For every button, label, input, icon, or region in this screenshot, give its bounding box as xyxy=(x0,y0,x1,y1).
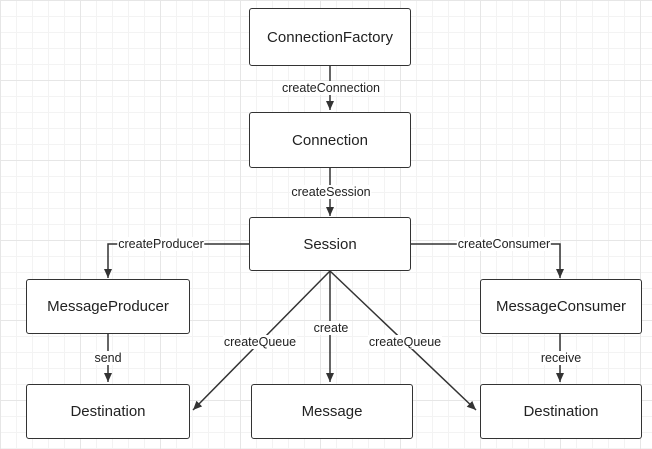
message-consumer-node: MessageConsumer xyxy=(480,279,642,334)
label-receive: receive xyxy=(539,351,583,365)
label-create-consumer: createConsumer xyxy=(456,237,552,251)
label-create-queue-left: createQueue xyxy=(222,335,298,349)
label-create-connection: createConnection xyxy=(281,81,381,95)
message-node: Message xyxy=(251,384,413,439)
connection-factory-node: ConnectionFactory xyxy=(249,8,411,66)
label-create: create xyxy=(312,321,350,335)
destination-left-node: Destination xyxy=(26,384,190,439)
session-node: Session xyxy=(249,217,411,271)
label-send: send xyxy=(93,351,123,365)
connection-node: Connection xyxy=(249,112,411,168)
label-create-producer: createProducer xyxy=(117,237,205,251)
label-create-queue-right: createQueue xyxy=(367,335,443,349)
destination-right-node: Destination xyxy=(480,384,642,439)
label-create-session: createSession xyxy=(290,185,372,199)
message-producer-node: MessageProducer xyxy=(26,279,190,334)
